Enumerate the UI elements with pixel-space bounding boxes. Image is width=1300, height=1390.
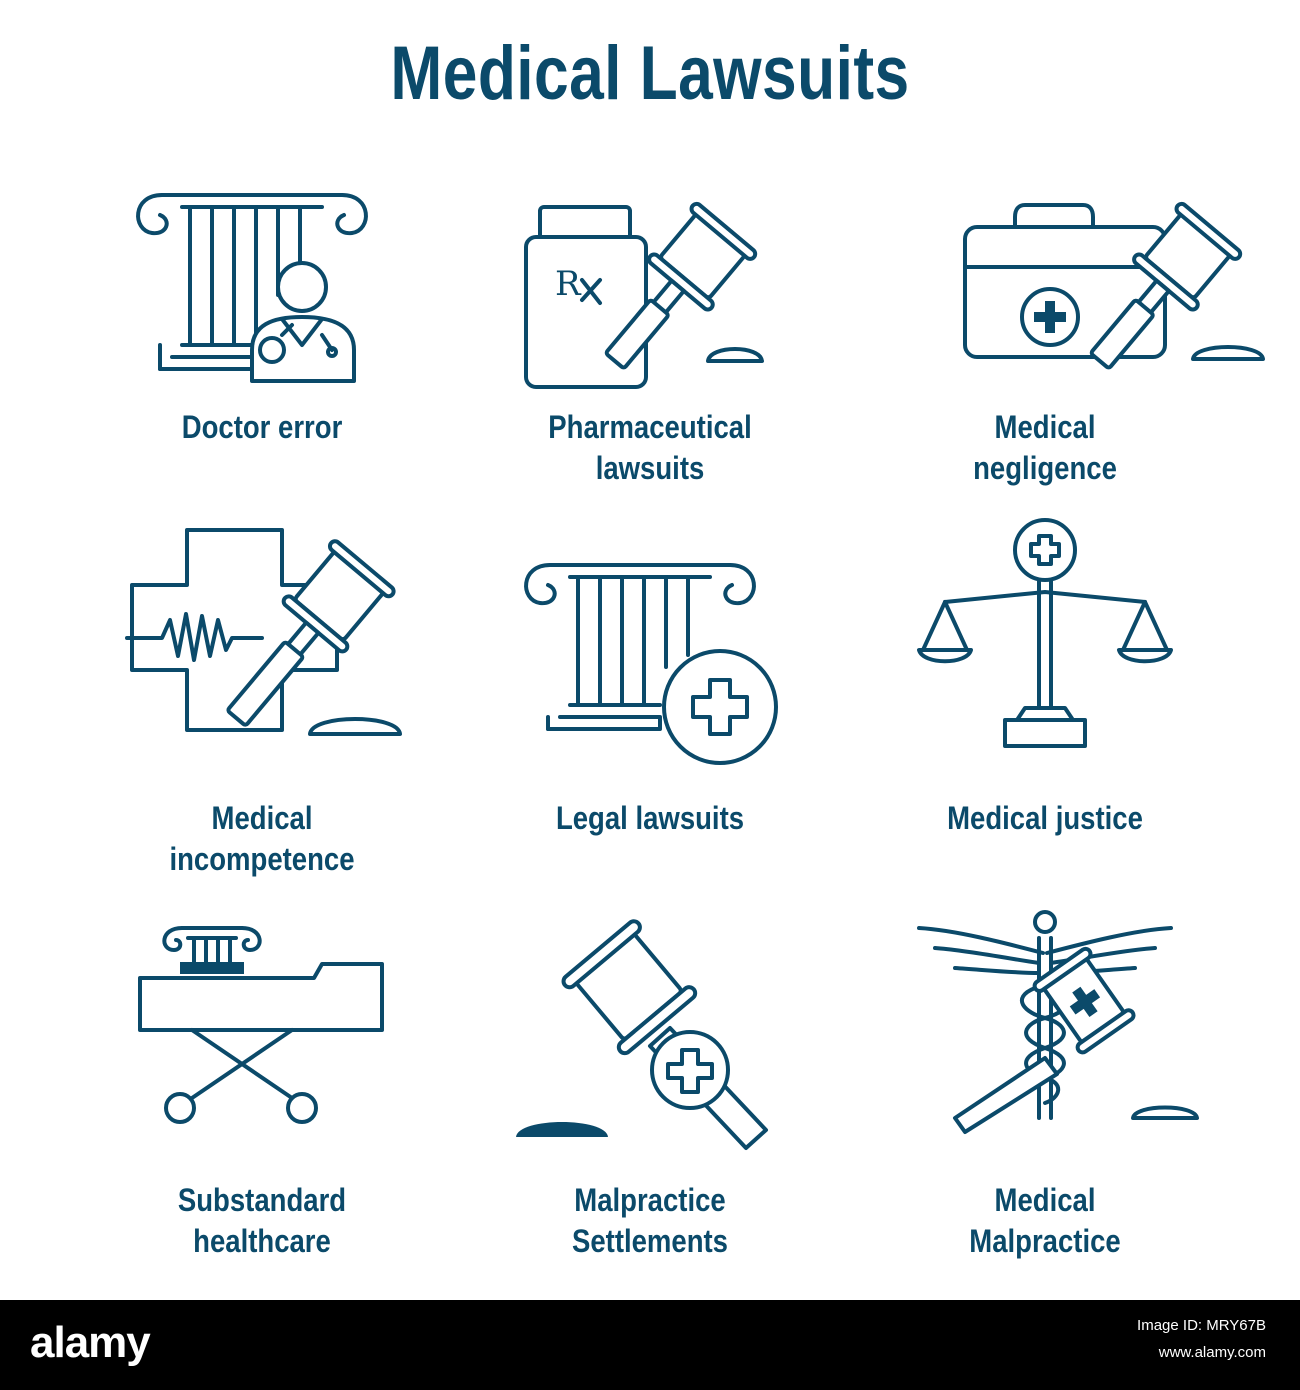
- image-credit: Image ID: MRY67B www.alamy.com: [1137, 1312, 1266, 1366]
- doctor-column-icon: [136, 193, 368, 383]
- icon-label: Malpractice Settlements: [571, 1182, 728, 1259]
- icon-label: Medical justice: [947, 800, 1143, 836]
- icon-label: Doctor error: [181, 409, 343, 445]
- icon-label: Medical negligence: [973, 409, 1117, 486]
- icon-label: Legal lawsuits: [555, 800, 745, 836]
- gavel-cross-icon: [516, 919, 768, 1150]
- footer-bar: alamy Image ID: MRY67B www.alamy.com: [0, 1300, 1300, 1390]
- svg-text:R: R: [555, 264, 582, 304]
- page-title: Medical Lawsuits: [390, 31, 910, 116]
- medical-kit-gavel-icon: [963, 201, 1265, 370]
- stretcher-column-icon: [138, 926, 384, 1124]
- icon-label: Pharmaceutical lawsuits: [548, 409, 752, 486]
- icon-label: Medical Malpractice: [969, 1182, 1121, 1259]
- image-id: Image ID: MRY67B: [1137, 1317, 1266, 1334]
- image-url: www.alamy.com: [1158, 1344, 1266, 1361]
- icon-label: Substandard healthcare: [177, 1182, 347, 1259]
- alamy-logo: alamy: [30, 1318, 151, 1367]
- scales-cross-icon: [917, 518, 1173, 748]
- icon-label: Medical incompetence: [169, 800, 355, 877]
- column-cross-icon: [524, 563, 778, 765]
- rx-bottle-gavel-icon: R: [524, 201, 764, 389]
- heartbeat-cross-gavel-icon: [125, 528, 402, 736]
- caduceus-gavel-icon: [917, 910, 1199, 1134]
